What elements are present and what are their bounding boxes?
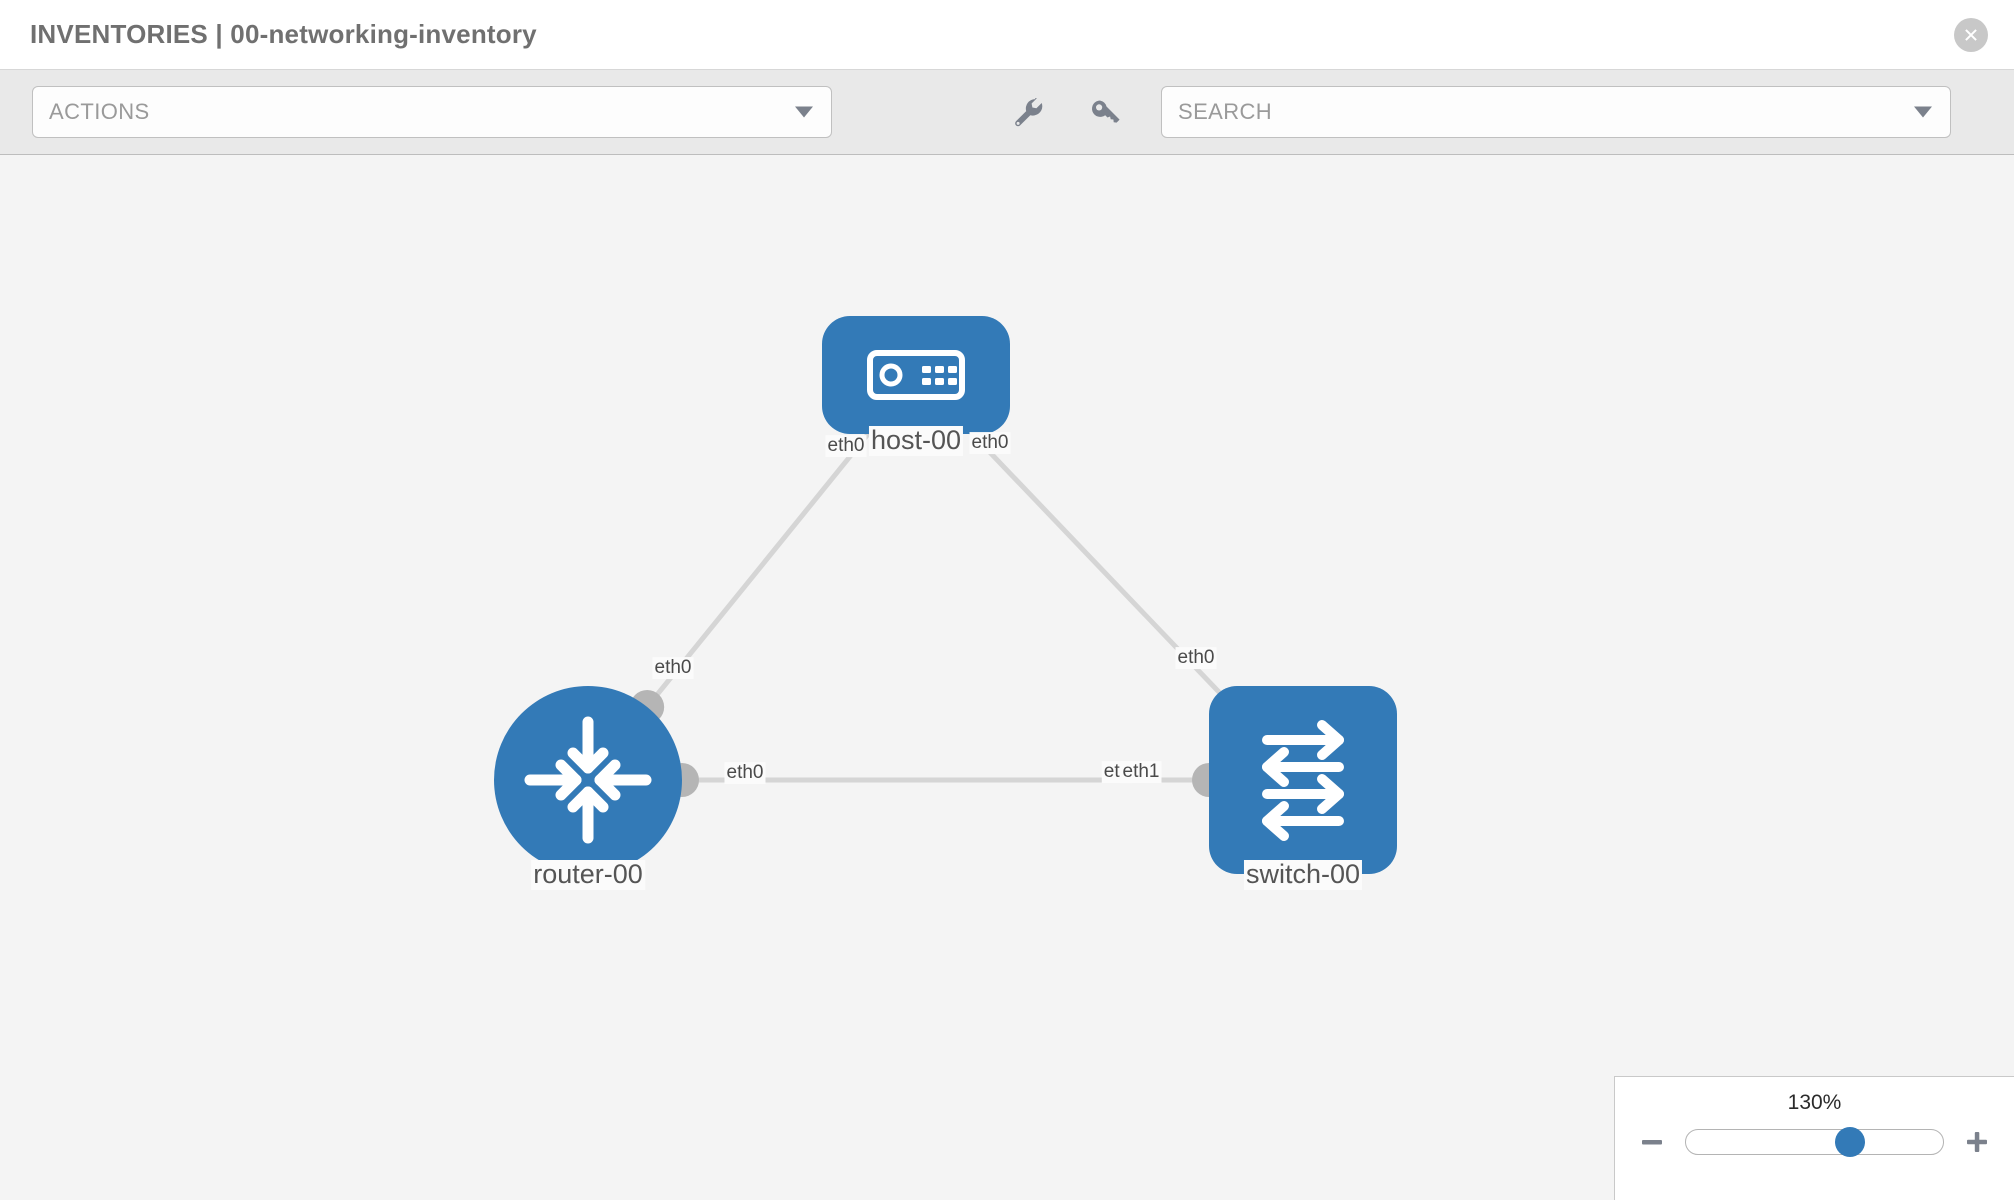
chevron-down-icon[interactable]	[1914, 106, 1932, 118]
topology-node-host-00[interactable]	[822, 316, 1010, 434]
topology-graph	[494, 316, 1397, 874]
node-label: switch-00	[1243, 859, 1363, 890]
server-icon	[867, 350, 965, 400]
interface-label: eth0	[825, 435, 867, 457]
server-icon-background	[822, 316, 1010, 434]
interface-label: eth0	[652, 657, 694, 679]
interface-label: eth1	[1120, 761, 1162, 783]
chevron-down-icon	[795, 106, 813, 118]
node-label: router-00	[531, 859, 645, 890]
router-icon-background	[494, 686, 682, 874]
node-label: host-00	[868, 425, 964, 456]
switch-icon	[1262, 720, 1344, 841]
toolbar-icon-group	[1007, 91, 1125, 133]
router-icon	[524, 716, 652, 844]
topology-canvas[interactable]: host-00 router-00 switch-00 eth0 eth0 eth0 eth…	[0, 155, 2014, 1200]
actions-dropdown[interactable]: ACTIONS	[32, 86, 832, 138]
interface-label: eth0	[724, 762, 766, 784]
toolbar: ACTIONS SEARCH	[0, 70, 2014, 155]
edges-layer	[645, 415, 1240, 783]
zoom-slider-handle[interactable]	[1835, 1127, 1866, 1157]
topology-node-switch-00[interactable]	[1209, 686, 1397, 874]
zoom-level-value: 130%	[1787, 1091, 1842, 1114]
zoom-slider-row	[1615, 1125, 2014, 1159]
interface-label: eth0	[1175, 647, 1217, 669]
zoom-slider[interactable]	[1685, 1127, 1944, 1157]
page-title: INVENTORIES | 00-networking-inventory	[30, 19, 537, 49]
switch-icon-background	[1209, 686, 1397, 874]
key-icon[interactable]	[1083, 91, 1125, 133]
zoom-in-button[interactable]	[1960, 1125, 1994, 1159]
page-header: INVENTORIES | 00-networking-inventory	[0, 0, 2014, 70]
nodes-layer	[494, 316, 1397, 874]
close-icon[interactable]	[1954, 17, 1988, 52]
zoom-out-button[interactable]	[1635, 1125, 1669, 1159]
interface-label: eth0	[969, 432, 1011, 454]
zoom-control-panel: 130%	[1614, 1076, 2014, 1200]
search-placeholder: SEARCH	[1178, 99, 1273, 124]
topology-node-router-00[interactable]	[494, 686, 682, 874]
wrench-icon[interactable]	[1007, 91, 1049, 133]
search-input[interactable]: SEARCH	[1161, 86, 1951, 138]
actions-dropdown-label: ACTIONS	[49, 99, 150, 124]
endpoints-layer	[630, 400, 1256, 797]
